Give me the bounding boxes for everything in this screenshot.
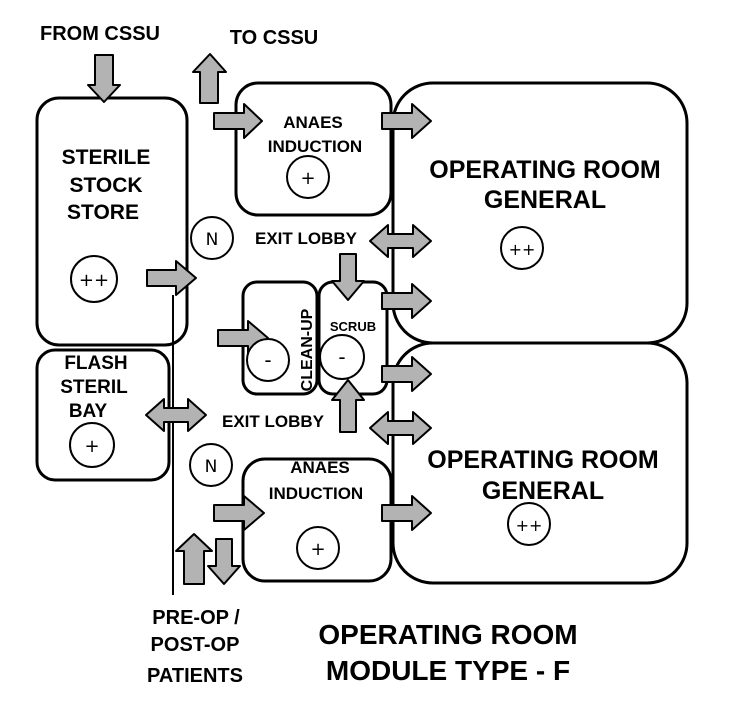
or-top-label-line2: GENERAL — [484, 186, 606, 214]
sterile-store-out-arrow — [146, 260, 197, 296]
patients-label-line3: PATIENTS — [147, 665, 243, 687]
double-positive-symbol: ++ — [516, 516, 543, 535]
neutral-symbol: N — [206, 230, 219, 250]
clean-up-label: CLEAN-UP — [299, 308, 316, 391]
sterile-store-label-line3: STORE — [67, 201, 139, 224]
pressure-indicator-or-top: ++ — [500, 226, 544, 270]
pressure-indicator-flash-bay: + — [69, 422, 115, 468]
scrub-to-or-top-arrow — [381, 283, 432, 319]
anaes-bottom-label-line2: INDUCTION — [269, 484, 363, 503]
flash-bay-label-line2: STERIL — [60, 377, 128, 398]
neutral-symbol: N — [205, 457, 218, 477]
into-anaes-top-arrow — [213, 103, 263, 139]
or-bottom-label-line1: OPERATING ROOM — [427, 446, 658, 474]
or-top-label-line1: OPERATING ROOM — [429, 156, 660, 184]
pressure-indicator-scrub: - — [319, 334, 365, 380]
operating-room-general-bottom — [391, 341, 689, 585]
to-cssu-label: TO CSSU — [230, 27, 319, 49]
double-positive-symbol: ++ — [509, 240, 536, 259]
scrub-to-or-bottom-arrow — [381, 356, 432, 392]
exit-lobby-top-double-arrow — [369, 224, 432, 258]
positive-symbol: + — [310, 539, 325, 560]
from-cssu-label: FROM CSSU — [40, 23, 160, 45]
negative-symbol: - — [338, 345, 345, 369]
title-line1: OPERATING ROOM — [318, 619, 577, 650]
anaes-top-to-or-arrow — [381, 103, 432, 139]
neutral-indicator-top: N — [190, 216, 234, 260]
sterile-store-label-line1: STERILE — [62, 146, 151, 169]
positive-symbol: + — [300, 168, 315, 189]
or-bottom-label-line2: GENERAL — [482, 477, 604, 505]
anaes-bottom-label-line1: ANAES — [290, 458, 350, 477]
exit-lobby-top-label: EXIT LOBBY — [255, 229, 358, 248]
scrub-entry-down-arrow — [331, 253, 365, 301]
pressure-indicator-anaes-top: + — [286, 155, 330, 199]
exit-lobby-bottom-label: EXIT LOBBY — [222, 412, 325, 431]
double-positive-symbol: ++ — [79, 270, 109, 291]
scrub-entry-up-arrow — [331, 379, 365, 433]
from-cssu-arrow — [87, 54, 121, 103]
scrub-label: SCRUB — [330, 319, 376, 334]
pressure-indicator-clean-up: - — [246, 338, 290, 382]
flash-bay-label-line3: BAY — [69, 401, 108, 422]
patients-down-arrow — [207, 538, 241, 585]
anaes-top-label-line2: INDUCTION — [268, 137, 362, 156]
flash-bay-label-line1: FLASH — [64, 353, 127, 374]
pressure-indicator-anaes-bottom: + — [296, 526, 340, 570]
patients-label-line2: POST-OP — [151, 634, 240, 656]
exit-lobby-bottom-double-arrow — [369, 411, 432, 445]
anaes-induction-top-room — [234, 81, 393, 217]
patients-label-line1: PRE-OP / — [152, 607, 240, 629]
pressure-indicator-sterile: ++ — [70, 255, 118, 303]
flash-bay-double-arrow — [145, 398, 207, 432]
to-cssu-arrow — [192, 53, 227, 104]
positive-symbol: + — [84, 436, 99, 457]
anaes-top-label-line1: ANAES — [283, 113, 343, 132]
negative-symbol: - — [264, 348, 271, 372]
title-line2: MODULE TYPE - F — [326, 655, 570, 686]
anaes-bottom-to-or-arrow — [381, 495, 432, 531]
into-anaes-bottom-arrow — [213, 495, 265, 531]
pressure-indicator-or-bottom: ++ — [507, 502, 551, 546]
neutral-indicator-bottom: N — [189, 443, 233, 487]
patients-up-arrow — [175, 533, 213, 585]
sterile-store-label-line2: STOCK — [69, 174, 142, 197]
